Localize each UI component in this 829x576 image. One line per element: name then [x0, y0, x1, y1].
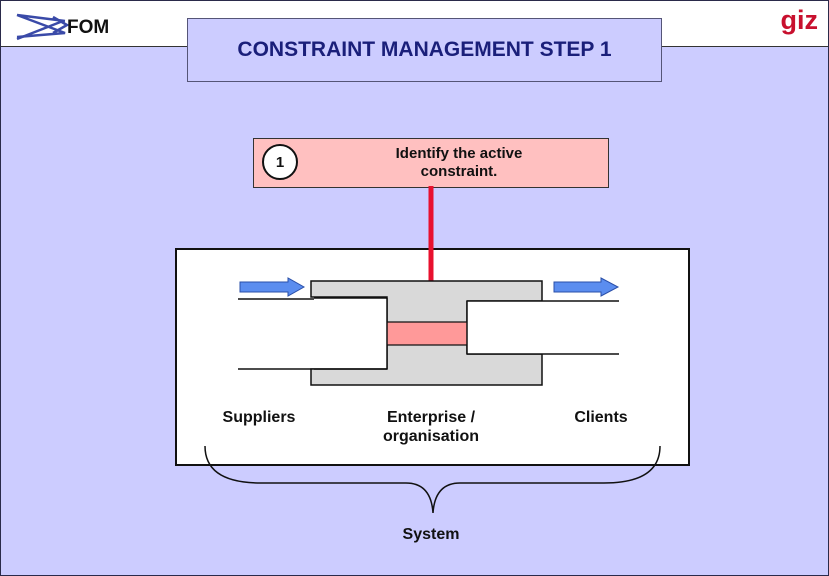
supplier-pipe: [238, 299, 314, 369]
client-pipe: [467, 301, 619, 354]
enterprise-label: Enterprise / organisation: [366, 408, 496, 446]
title-box: CONSTRAINT MANAGEMENT STEP 1: [187, 18, 662, 82]
inflow-arrow: [239, 277, 306, 297]
fom-logo: FOM: [15, 11, 125, 43]
step-description: Identify the active constraint.: [344, 145, 574, 181]
enterprise-label-line2: organisation: [382, 428, 479, 445]
page-title: CONSTRAINT MANAGEMENT STEP 1: [237, 38, 612, 61]
system-brace: [204, 445, 661, 514]
enterprise-passage-left: [314, 299, 387, 368]
enterprise-label-line1: Enterprise /: [386, 409, 476, 426]
step-text-line2: constraint.: [420, 163, 498, 180]
fom-logo-text: FOM: [67, 17, 110, 38]
constraint-bottleneck: [387, 322, 467, 345]
outflow-arrow: [553, 277, 620, 297]
system-label: System: [402, 526, 460, 543]
step-number-badge: 1: [262, 144, 298, 180]
fom-logo-icon: [16, 13, 70, 41]
clients-label: Clients: [574, 409, 628, 426]
giz-logo: giz: [780, 5, 819, 35]
suppliers-label: Suppliers: [222, 409, 296, 426]
step-text-line1: Identify the active: [395, 145, 523, 162]
